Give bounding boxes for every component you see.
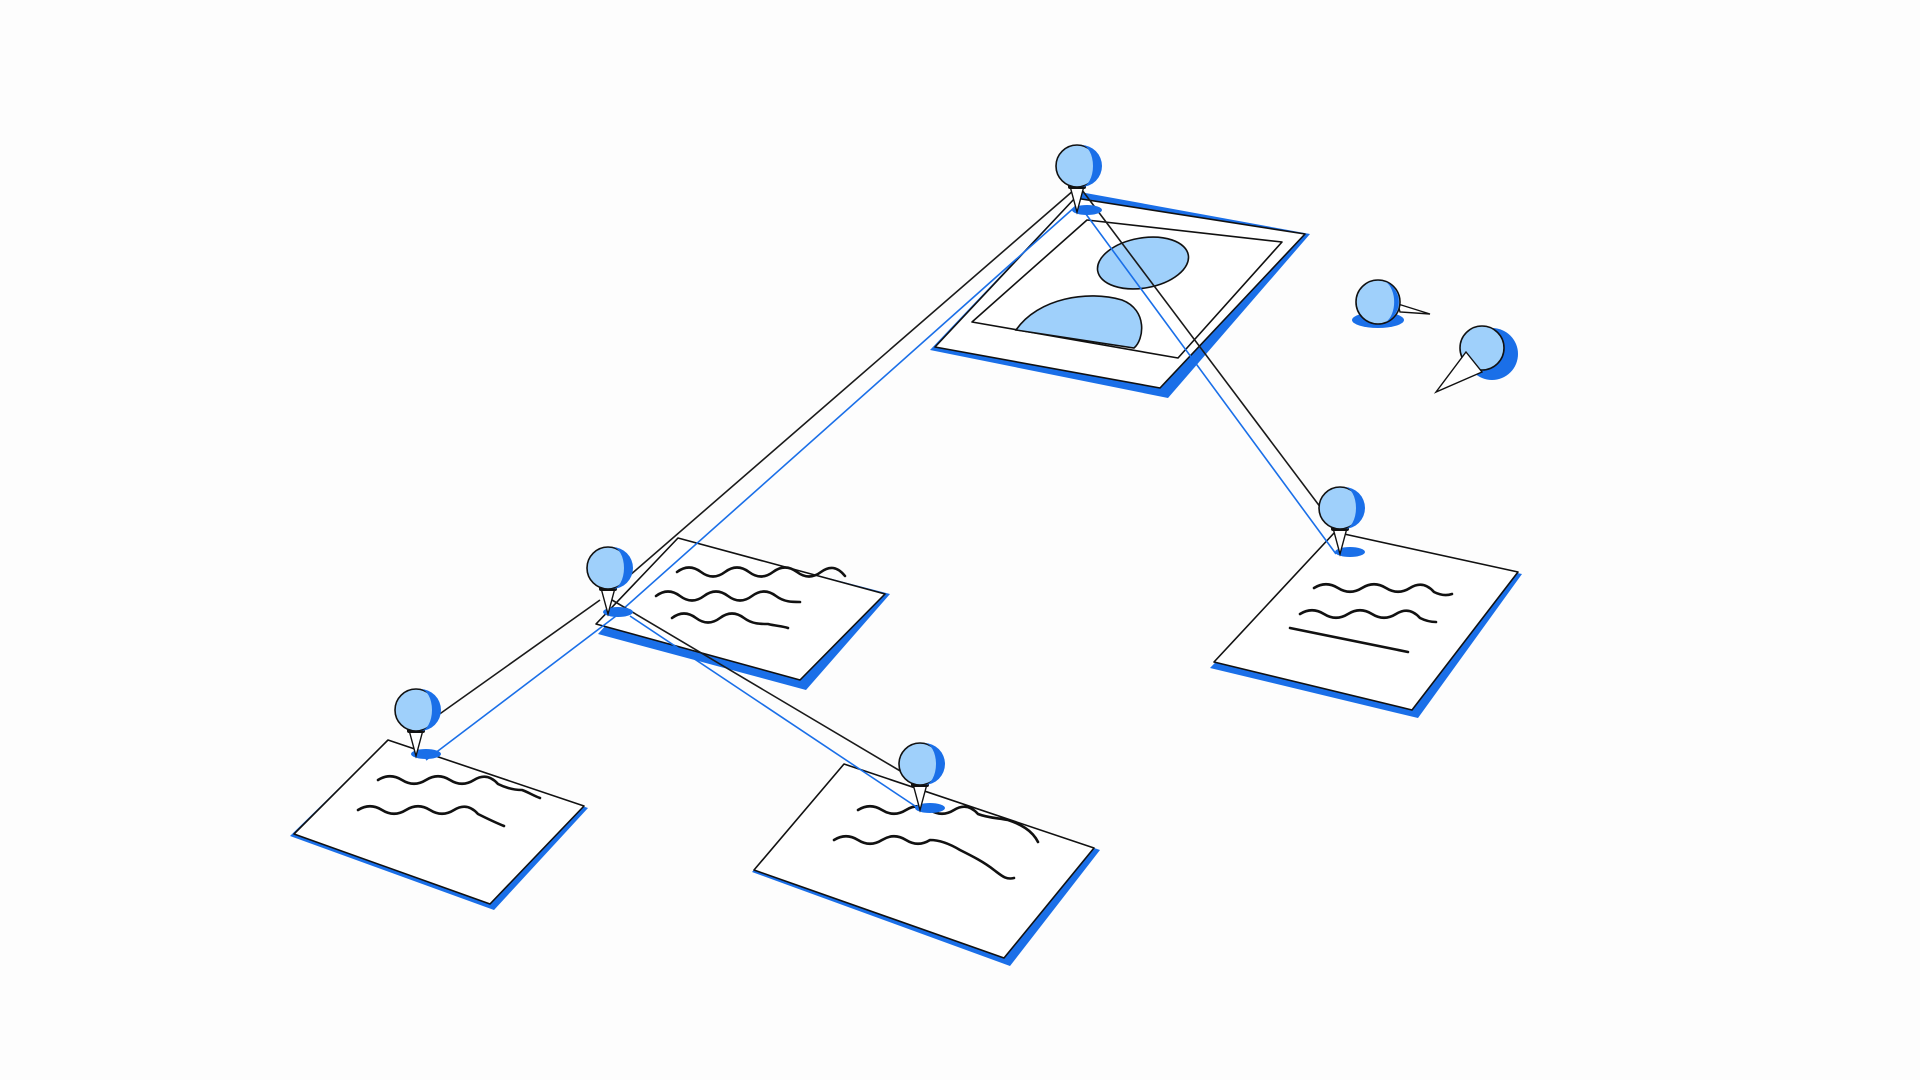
pin-right — [1318, 486, 1365, 557]
thread-middle-to-bottom-center — [629, 615, 925, 813]
note-card-right-paper — [1213, 531, 1519, 711]
loose-pin-tilted-needle — [1433, 350, 1484, 394]
loose-pin-lying-head — [1355, 279, 1401, 325]
scribble-line — [670, 612, 790, 630]
pin-bottom-center-head-shade — [924, 743, 945, 785]
note-card-middle — [595, 537, 890, 690]
scribble-line — [1312, 582, 1454, 597]
loose-pin-lying — [1352, 279, 1431, 328]
pin-top — [1055, 144, 1102, 215]
scribble-line — [1298, 608, 1438, 624]
thread-middle-to-bottom-left — [433, 599, 601, 719]
loose-pin-lying-needle — [1397, 302, 1431, 315]
note-card-bottom-left — [290, 739, 588, 910]
thread-top-to-right — [1079, 205, 1337, 555]
pin-right-head-shade — [1344, 487, 1365, 529]
loose-pin-tilted — [1433, 325, 1518, 394]
scribble-line — [1288, 626, 1410, 654]
pin-right-shadow — [1335, 547, 1365, 557]
pin-top-shadow — [1072, 205, 1102, 215]
thread-middle-to-bottom-center — [611, 599, 913, 779]
scribble-line — [356, 804, 506, 828]
thread-middle-to-bottom-left — [425, 615, 617, 761]
scribble-line — [832, 834, 1016, 880]
note-card-right — [1210, 531, 1522, 718]
scribble-line — [654, 590, 802, 604]
note-card-bottom-center — [752, 763, 1100, 966]
pin-top-head-shade — [1081, 145, 1102, 187]
thread-top-to-middle — [621, 205, 1077, 611]
connection-threads — [425, 189, 1337, 813]
scribble-line — [376, 774, 542, 800]
photo-blob-body — [1014, 295, 1143, 349]
loose-pin-lying-head-shade — [1386, 282, 1399, 322]
note-card-bottom-left-paper — [293, 739, 585, 905]
note-card-middle-paper — [595, 537, 886, 681]
pin-bottom-center-shadow — [915, 803, 945, 813]
pin-middle — [586, 546, 633, 617]
pin-bottom-left — [394, 688, 441, 759]
pin-bottom-center — [898, 742, 945, 813]
scribble-line — [675, 566, 847, 578]
pins-layer — [394, 144, 1365, 813]
scribble-line — [856, 804, 1040, 844]
thread-top-to-middle — [605, 189, 1075, 597]
pin-bottom-left-head-shade — [420, 689, 441, 731]
pin-bottom-left-shadow — [411, 749, 441, 759]
photo-card — [930, 192, 1310, 398]
pin-middle-shadow — [603, 607, 633, 617]
thread-top-to-right — [1081, 189, 1331, 521]
photo-blob-head — [1096, 236, 1190, 290]
pin-middle-head-shade — [612, 547, 633, 589]
